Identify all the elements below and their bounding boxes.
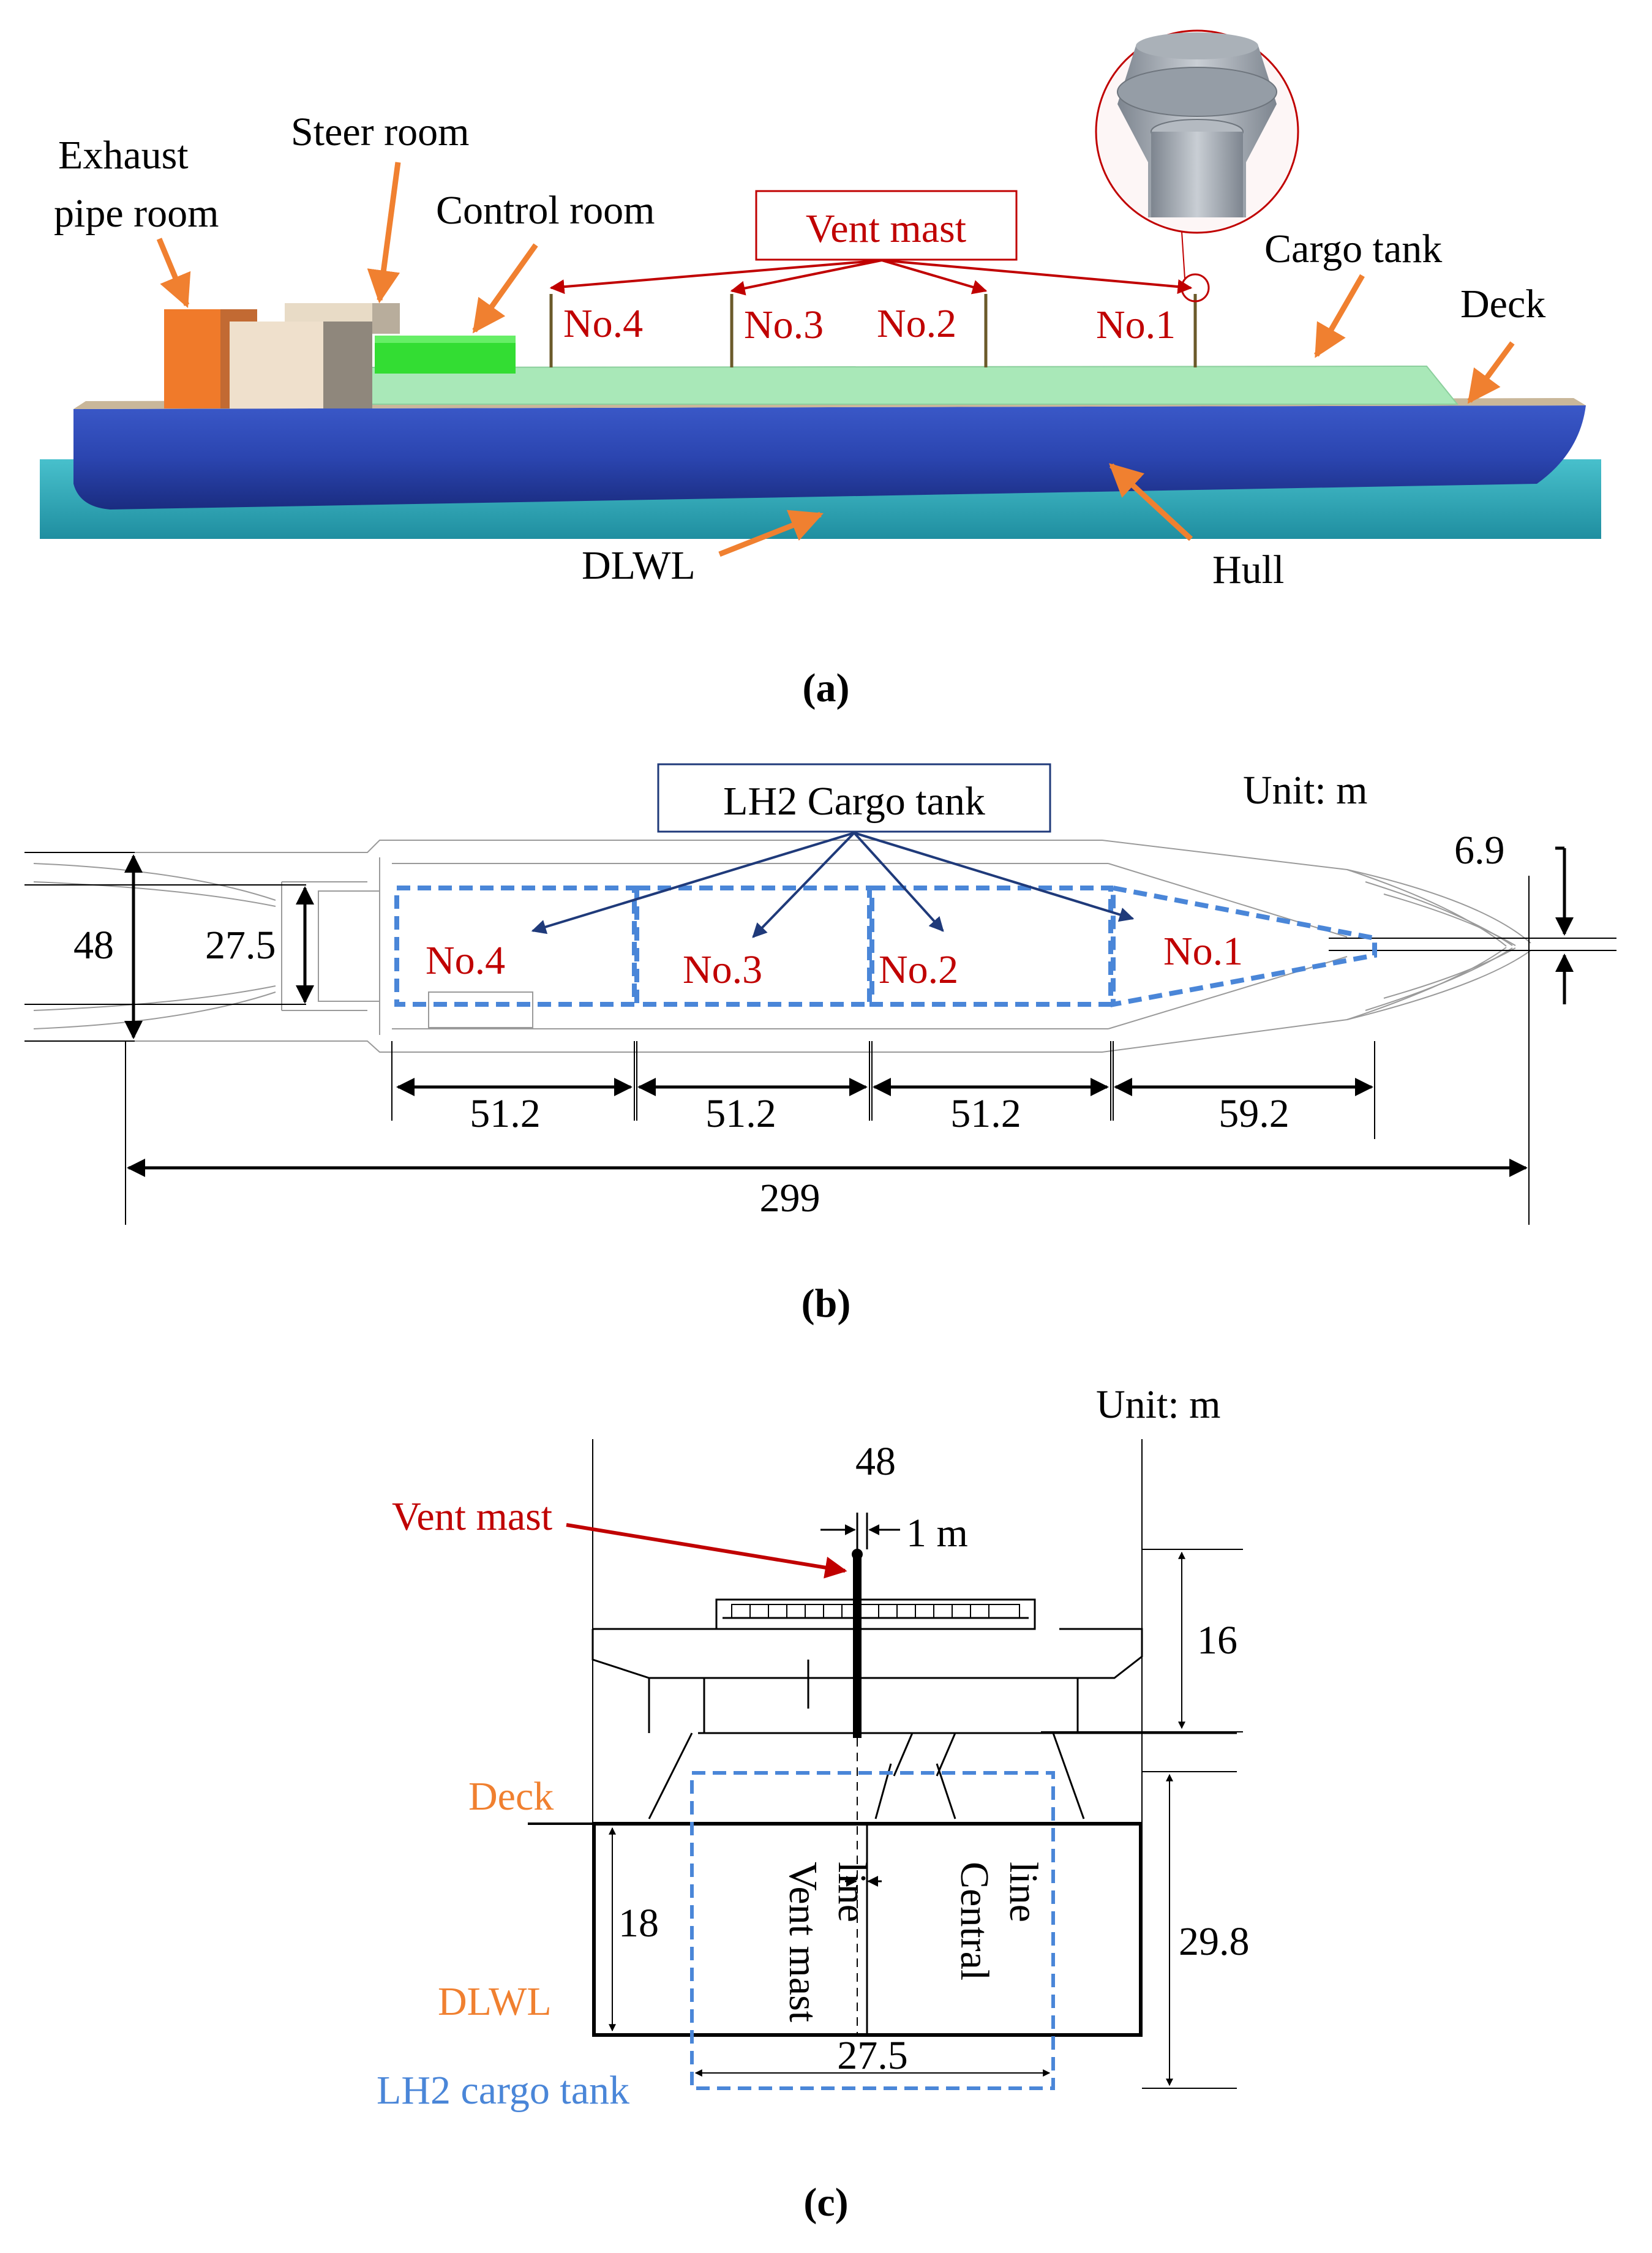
dlwl-label: DLWL (582, 543, 696, 588)
cargo-label: Cargo tank (1264, 227, 1442, 271)
caption-b: (b) (802, 1281, 851, 1326)
svg-text:Central: Central (952, 1862, 997, 1980)
tank-no4 (394, 886, 637, 1007)
tank-no3 (634, 886, 872, 1007)
dim-tank-w: 27.5 (837, 2033, 908, 2078)
vent-mast-label-c: Vent mast (392, 1494, 552, 1539)
dim-tank-h: 29.8 (1179, 1919, 1250, 1964)
cargo-tank (351, 365, 1459, 405)
unit-label-b: Unit: m (1243, 768, 1368, 813)
mast-label-no4: No.4 (563, 301, 643, 346)
vent-masts (549, 294, 1197, 367)
dim-bow-gap: 6.9 (1454, 828, 1505, 873)
dim-tank-width-b: 27.5 (205, 923, 276, 968)
vent-mast-c (853, 1554, 862, 1738)
lh2-cargo-tank-c (690, 1771, 1055, 2090)
superstructure (591, 1598, 1237, 1819)
vent-mast-cap-icon (1117, 32, 1277, 217)
dim-draft: 18 (618, 1901, 659, 1946)
control-label: Control room (436, 188, 655, 233)
hull-label: Hull (1212, 547, 1284, 592)
caption-a: (a) (803, 666, 850, 710)
mast-label-no1: No.1 (1096, 303, 1176, 347)
mast-label-no2: No.2 (877, 301, 956, 346)
windows-row (731, 1604, 1020, 1619)
dim-mast-h: 16 (1197, 1618, 1237, 1663)
dim-breadth-b: 48 (73, 923, 114, 968)
vent-mast-label: Vent mast (806, 206, 966, 251)
lh2-cargo-label-c: LH2 cargo tank (377, 2068, 629, 2113)
exhaust-pipe-room (164, 309, 228, 408)
lh2-title-box (657, 763, 1051, 833)
panel-a: Vent mast No.4 No.3 No.2 No.1 (40, 29, 1601, 710)
dim-offset: 1 m (906, 1511, 968, 1555)
lh2-pointer-arrows (531, 832, 1135, 938)
dim-tank2: 51.2 (950, 1091, 1021, 1136)
annotation-arrows-a (156, 162, 1515, 557)
exhaust-label-2: pipe room (54, 191, 219, 236)
vent-mast-arrows (549, 259, 1193, 296)
lh2-tanks (394, 885, 1377, 1007)
dim-breadth-c: 48 (855, 1439, 896, 1484)
exhaust-label-1: Exhaust (58, 133, 189, 178)
tank-no1 (1111, 885, 1377, 1007)
deck-label: Deck (1460, 282, 1545, 326)
dim-tank4: 51.2 (470, 1091, 541, 1136)
svg-text:line: line (1001, 1862, 1046, 1922)
unit-label-c: Unit: m (1096, 1382, 1221, 1427)
dlwl-label-c: DLWL (438, 1979, 552, 2024)
tank-label-no4: No.4 (426, 938, 505, 983)
dimension-lines-b (124, 846, 1574, 1177)
dim-tank1: 59.2 (1218, 1091, 1290, 1136)
svg-text:Vent mast: Vent mast (781, 1862, 825, 2022)
dim-tank3: 51.2 (705, 1091, 776, 1136)
svg-text:line: line (830, 1862, 874, 1922)
tank-label-no1: No.1 (1163, 929, 1243, 974)
vent-mast-pointer (566, 1523, 847, 1579)
caption-c: (c) (803, 2180, 848, 2225)
vent-mast-line-label: Vent mast line (781, 1862, 874, 2022)
dim-length: 299 (760, 1176, 820, 1221)
tank-label-no3: No.3 (683, 947, 762, 992)
hull (73, 405, 1586, 510)
deck-label-c: Deck (468, 1774, 554, 1819)
central-line-label: Central line (952, 1862, 1046, 1980)
panel-b: LH2 Cargo tank No.4 No.3 No.2 No.1 Unit:… (24, 763, 1616, 1326)
steer-label: Steer room (291, 110, 469, 154)
mast-label-no3: No.3 (744, 303, 824, 347)
tank-label-no2: No.2 (879, 947, 958, 992)
panel-c: Unit: m 48 (377, 1382, 1250, 2225)
lh2-title: LH2 Cargo tank (723, 779, 985, 824)
